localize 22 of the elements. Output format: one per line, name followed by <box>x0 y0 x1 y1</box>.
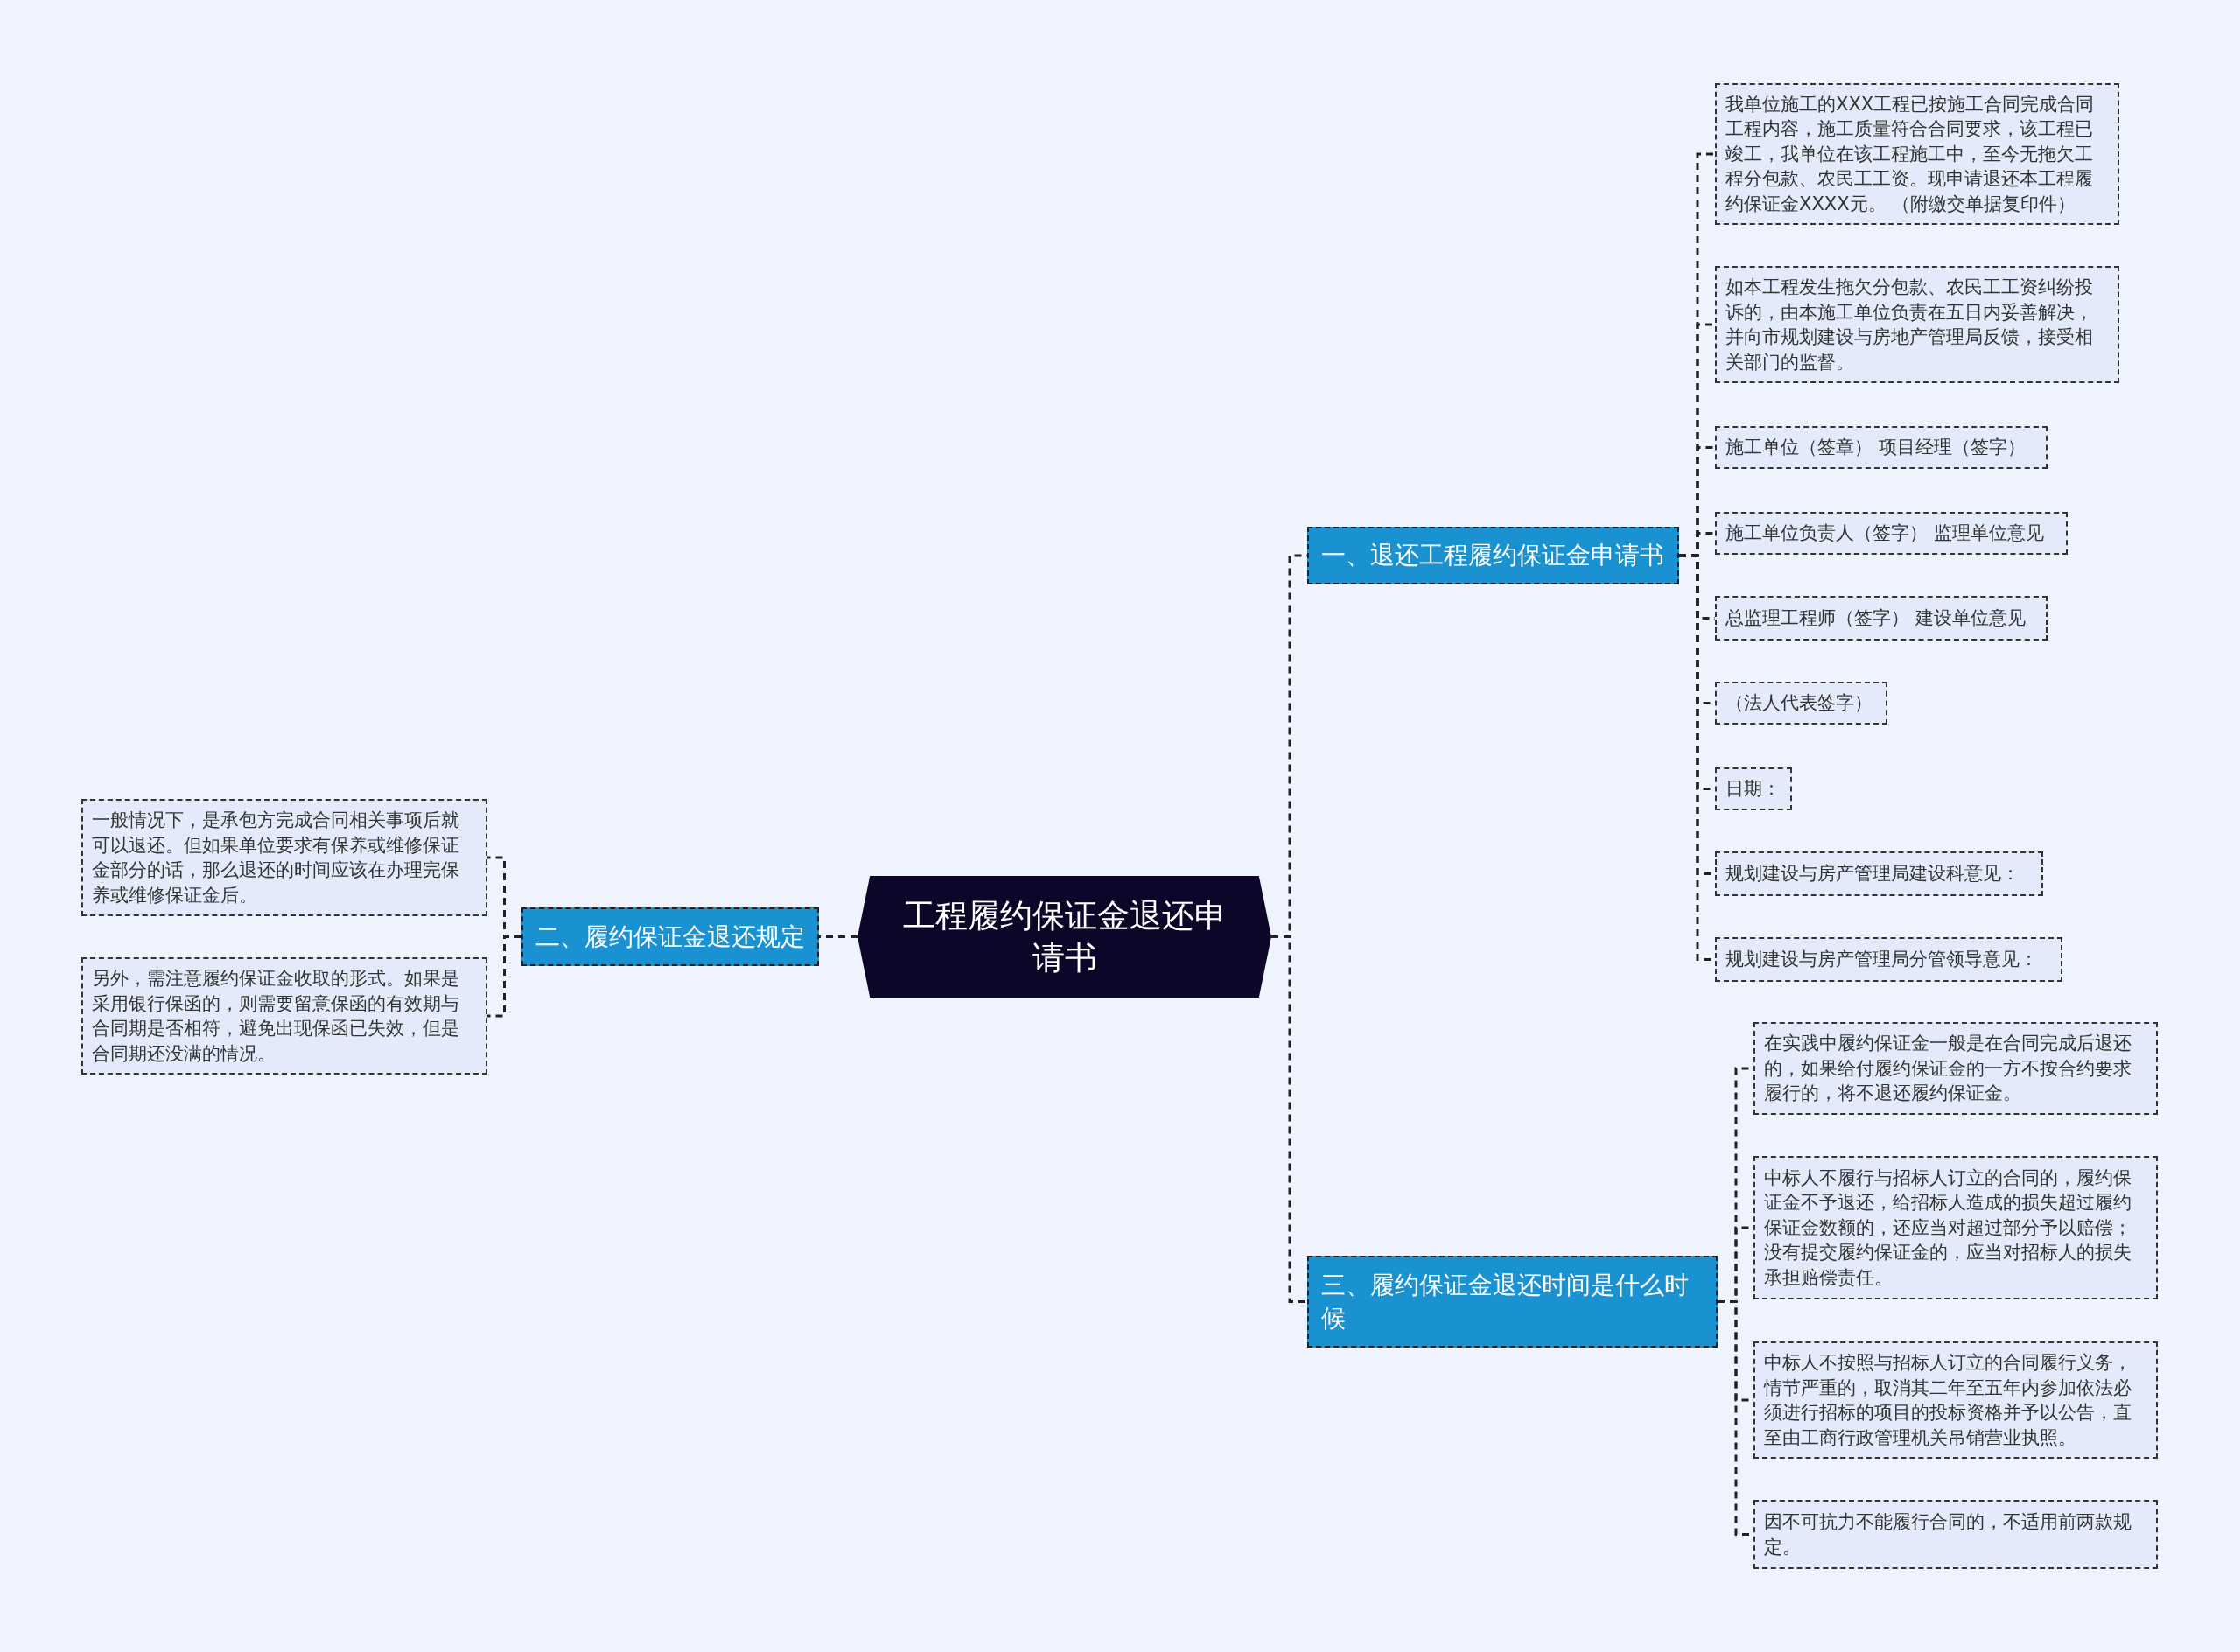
note-box: 日期： <box>1715 767 1792 810</box>
branch-topic-box: 二、履约保证金退还规定 <box>522 907 819 966</box>
note-box: 另外，需注意履约保证金收取的形式。如果是采用银行保函的，则需要留意保函的有效期与合同期是否相符，避免出现保函已失效，但是合同期还没满的情况。 <box>81 957 487 1074</box>
note-box: 我单位施工的XXX工程已按施工合同完成合同工程内容，施工质量符合合同要求，该工程已竣工，我单位在该工程施工中，至今无拖欠工程分包款、农民工工资。现申请退还本工程履约保证金XXXX元。 （附缴交单据复印件） <box>1715 83 2119 225</box>
branch-topic-box: 一、退还工程履约保证金申请书 <box>1307 527 1679 584</box>
note-box: 因不可抗力不能履行合同的，不适用前两款规定。 <box>1754 1500 2158 1569</box>
note-box: 规划建设与房产管理局建设科意见： <box>1715 851 2043 896</box>
branch-topic-box: 三、履约保证金退还时间是什么时候 <box>1307 1256 1718 1348</box>
note-box: 中标人不按照与招标人订立的合同履行义务，情节严重的，取消其二年至五年内参加依法必须进行招标的项目的投标资格并予以公告，直至由工商行政管理机关吊销营业执照。 <box>1754 1341 2158 1459</box>
note-box: 中标人不履行与招标人订立的合同的，履约保证金不予退还，给招标人造成的损失超过履约保证金数额的，还应当对超过部分予以赔偿；没有提交履约保证金的，应当对招标人的损失承担赔偿责任。 <box>1754 1156 2158 1299</box>
note-box: 如本工程发生拖欠分包款、农民工工资纠纷投诉的，由本施工单位负责在五日内妥善解决，并向市规划建设与房地产管理局反馈，接受相关部门的监督。 <box>1715 266 2119 383</box>
note-box: 在实践中履约保证金一般是在合同完成后退还的，如果给付履约保证金的一方不按合约要求履行的，将不退还履约保证金。 <box>1754 1022 2158 1115</box>
note-box: 施工单位（签章） 项目经理（签字） <box>1715 426 2048 469</box>
note-box: 施工单位负责人（签字） 监理单位意见 <box>1715 512 2068 555</box>
connector-line <box>1271 935 1307 1303</box>
central-topic-box: 工程履约保证金退还申请书 <box>858 876 1271 998</box>
connector-line <box>487 935 522 1018</box>
note-box: 规划建设与房产管理局分管领导意见： <box>1715 937 2062 982</box>
note-box: 总监理工程师（签字） 建设单位意见 <box>1715 596 2048 640</box>
connector-line <box>819 935 858 938</box>
note-box: 一般情况下，是承包方完成合同相关事项后就可以退还。但如果单位要求有保养或维修保证金部分的话，那么退还的时间应该在办理完保养或维修保证金后。 <box>81 799 487 916</box>
note-box: （法人代表签字） <box>1715 682 1887 724</box>
